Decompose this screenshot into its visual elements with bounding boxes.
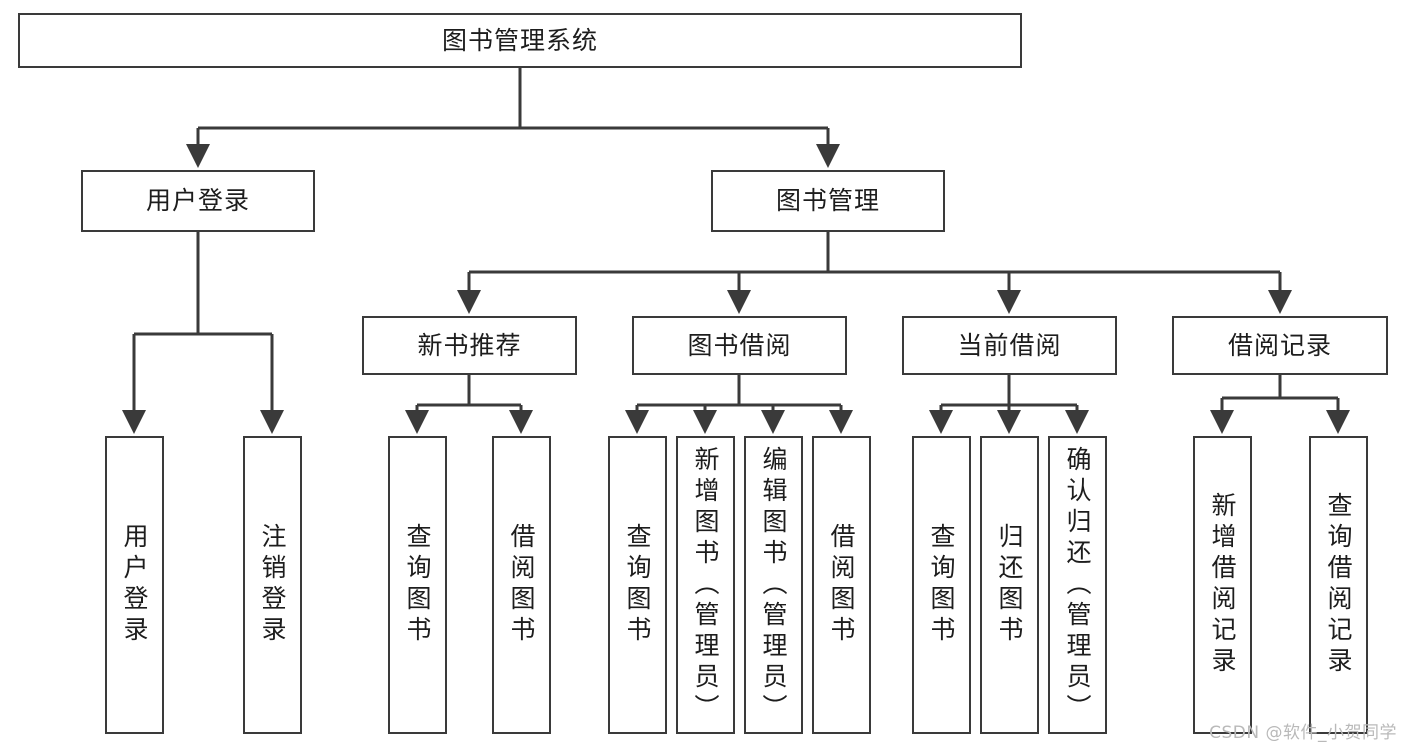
node-current-borrow[interactable]: 当前借阅 — [902, 316, 1117, 375]
node-label: 编辑图书（管理员） — [759, 445, 788, 725]
node-leaf-add-book-admin[interactable]: 新增图书（管理员） — [676, 436, 735, 734]
node-label: 借阅图书 — [507, 523, 536, 647]
node-label: 查询借阅记录 — [1324, 492, 1353, 678]
node-label: 新增图书（管理员） — [691, 445, 720, 725]
node-label: 借阅记录 — [1227, 330, 1332, 360]
node-label: 新增借阅记录 — [1208, 492, 1237, 678]
node-borrow-record[interactable]: 借阅记录 — [1172, 316, 1388, 375]
node-leaf-logout[interactable]: 注销登录 — [243, 436, 302, 734]
node-label: 借阅图书 — [827, 523, 856, 647]
node-root-book-management-system[interactable]: 图书管理系统 — [18, 13, 1022, 68]
node-leaf-edit-book-admin[interactable]: 编辑图书（管理员） — [744, 436, 803, 734]
node-new-book-recommend[interactable]: 新书推荐 — [362, 316, 577, 375]
node-book-management[interactable]: 图书管理 — [711, 170, 945, 232]
node-label: 确认归还（管理员） — [1063, 445, 1092, 725]
node-label: 归还图书 — [995, 523, 1024, 647]
node-label: 用户登录 — [120, 523, 149, 647]
csdn-watermark: CSDN @软件_小贺同学 — [1209, 723, 1397, 743]
node-label: 图书借阅 — [687, 330, 792, 360]
node-leaf-query-book-current[interactable]: 查询图书 — [912, 436, 971, 734]
node-leaf-add-borrow-record[interactable]: 新增借阅记录 — [1193, 436, 1252, 734]
node-user-login[interactable]: 用户登录 — [81, 170, 315, 232]
node-leaf-query-borrow-record[interactable]: 查询借阅记录 — [1309, 436, 1368, 734]
node-label: 查询图书 — [623, 523, 652, 647]
node-label: 图书管理 — [775, 186, 880, 216]
node-leaf-borrow-book-recommend[interactable]: 借阅图书 — [492, 436, 551, 734]
node-label: 注销登录 — [258, 523, 287, 647]
node-book-borrow[interactable]: 图书借阅 — [632, 316, 847, 375]
node-leaf-borrow-book[interactable]: 借阅图书 — [812, 436, 871, 734]
node-label: 图书管理系统 — [441, 25, 598, 55]
node-label: 当前借阅 — [957, 330, 1062, 360]
node-label: 用户登录 — [145, 186, 250, 216]
node-label: 查询图书 — [927, 523, 956, 647]
node-leaf-user-login[interactable]: 用户登录 — [105, 436, 164, 734]
node-leaf-query-book-recommend[interactable]: 查询图书 — [388, 436, 447, 734]
node-leaf-return-book[interactable]: 归还图书 — [980, 436, 1039, 734]
node-label: 新书推荐 — [417, 330, 522, 360]
node-leaf-confirm-return-admin[interactable]: 确认归还（管理员） — [1048, 436, 1107, 734]
node-label: 查询图书 — [403, 523, 432, 647]
node-leaf-query-book[interactable]: 查询图书 — [608, 436, 667, 734]
